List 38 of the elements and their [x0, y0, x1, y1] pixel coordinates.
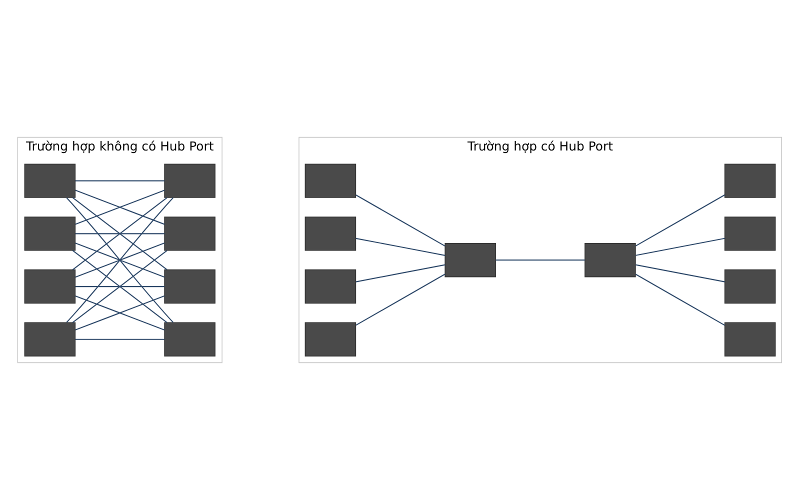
- connector: [636, 264, 725, 282]
- node-box: [584, 243, 636, 278]
- connector: [356, 264, 446, 282]
- connector: [75, 286, 164, 288]
- connector: [496, 260, 585, 261]
- connector: [75, 180, 164, 182]
- node-box: [24, 216, 76, 251]
- connector: [66, 197, 174, 323]
- node-box: [724, 269, 776, 304]
- connector: [356, 274, 446, 326]
- node-box: [724, 322, 776, 356]
- connector: [75, 338, 164, 340]
- connector: [356, 238, 446, 256]
- connector: [75, 295, 165, 330]
- node-box: [164, 269, 216, 304]
- node-box: [24, 269, 76, 304]
- connector: [75, 233, 164, 234]
- connector: [356, 194, 446, 247]
- node-box: [304, 164, 356, 198]
- node-box: [304, 269, 356, 304]
- node-box: [164, 322, 216, 356]
- node-box: [444, 243, 496, 278]
- cluster: Trường hợp không có Hub Port: [17, 136, 222, 364]
- node-box: [724, 216, 776, 251]
- cluster: Trường hợp có Hub Port: [298, 136, 782, 364]
- node-box: [24, 164, 76, 198]
- node-box: [164, 164, 216, 198]
- connector: [635, 274, 726, 326]
- node-box: [164, 216, 216, 251]
- connector: [75, 242, 165, 278]
- node-box: [304, 322, 356, 356]
- node-box: [724, 164, 776, 198]
- connector: [635, 194, 726, 246]
- node-box: [24, 322, 76, 356]
- connector: [72, 197, 168, 270]
- connector: [75, 190, 165, 225]
- connector: [636, 238, 725, 256]
- node-box: [304, 216, 356, 251]
